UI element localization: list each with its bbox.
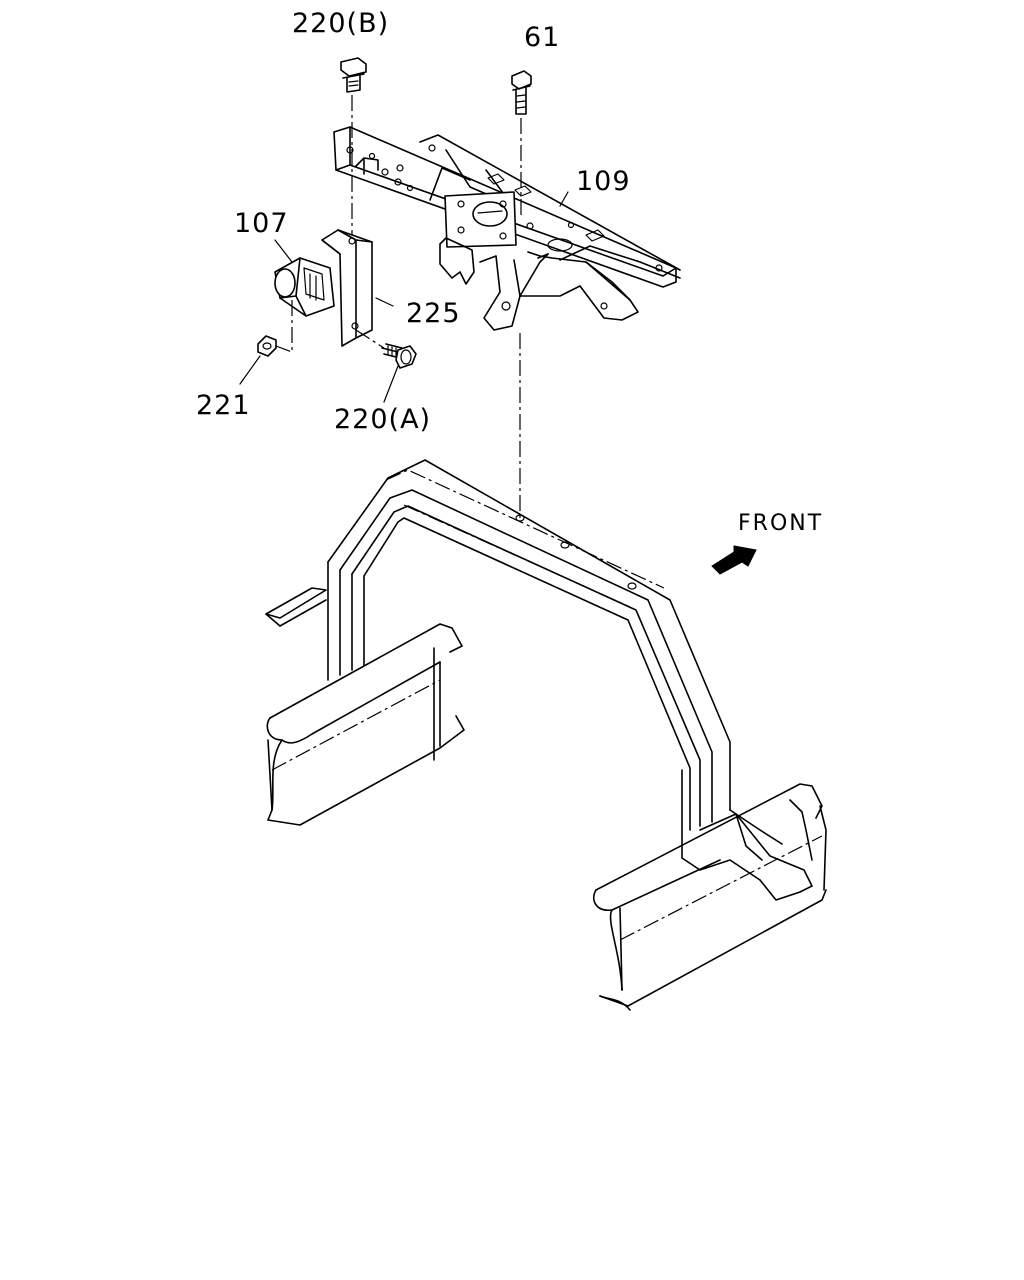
leader-bolt-220a-axis: [355, 329, 385, 349]
bolt-220b: [340, 57, 367, 93]
leader-225: [375, 297, 394, 307]
callout-61: 61: [524, 22, 560, 53]
bracket-holes: [346, 144, 663, 272]
bolt-220a: [381, 343, 417, 369]
bracket-109: [333, 126, 681, 331]
callout-225: 225: [406, 298, 461, 329]
leader-clamp-to-nut: [275, 300, 293, 353]
front-label: FRONT: [738, 511, 823, 536]
plate-225: [321, 229, 373, 347]
callout-221: 221: [196, 390, 251, 421]
bolt-61: [511, 70, 532, 115]
callout-107: 107: [234, 208, 289, 239]
leader-221: [239, 355, 261, 385]
crossmember: [327, 459, 783, 881]
leader-109: [559, 191, 569, 207]
clamp-107: [274, 257, 335, 317]
frame-rail-left: [265, 587, 465, 826]
frame-rail-right: [592, 783, 827, 1011]
front-direction-arrow-icon: [711, 545, 757, 575]
nut-221: [257, 335, 277, 357]
callout-220b: 220(B): [292, 8, 389, 39]
callout-109: 109: [576, 166, 631, 197]
leader-220a: [383, 365, 399, 403]
callout-220a: 220(A): [334, 404, 431, 435]
leader-107: [274, 239, 293, 263]
